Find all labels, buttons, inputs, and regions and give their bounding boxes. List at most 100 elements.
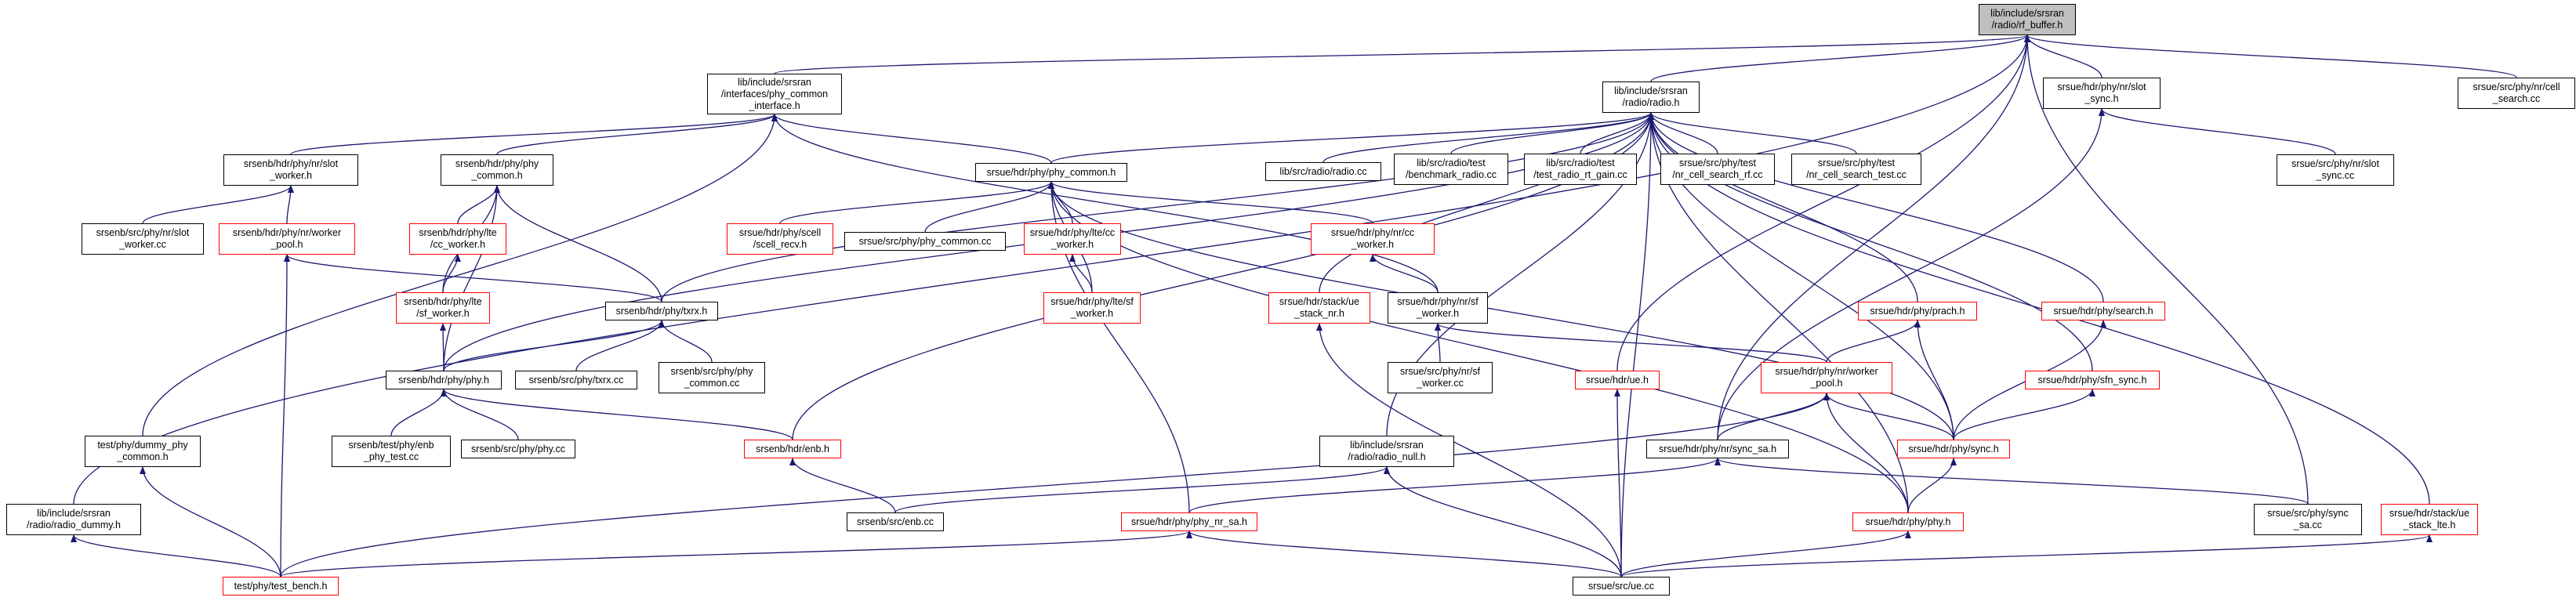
node-radio-h[interactable]: lib/include/srsran /radio/radio.h bbox=[1602, 81, 1700, 113]
node-sync-sa-cc[interactable]: srsue/src/phy/sync _sa.cc bbox=[2254, 504, 2362, 535]
node-ue-stack-lte[interactable]: srsue/hdr/stack/ue _stack_lte.h bbox=[2381, 504, 2478, 535]
edge-ue-phy-common-to-radio-h bbox=[1050, 112, 1654, 164]
node-label: test/phy/test_bench.h bbox=[234, 580, 328, 592]
node-test-radio-rt-gain[interactable]: lib/src/radio/test /test_radio_rt_gain.c… bbox=[1524, 154, 1637, 185]
edge-ue-sync-h-to-ue-phy-common bbox=[1048, 181, 1954, 440]
node-enb-cc[interactable]: srsenb/src/enb.cc bbox=[847, 512, 944, 531]
node-enb-worker-pool[interactable]: srsenb/hdr/phy/nr/worker _pool.h bbox=[219, 223, 355, 255]
node-phy-common-interface[interactable]: lib/include/srsran /interfaces/phy_commo… bbox=[707, 74, 842, 114]
node-label: srsenb/hdr/phy/lte /sf_worker.h bbox=[404, 296, 482, 319]
node-ue-lte-cc-worker[interactable]: srsue/hdr/phy/lte/cc _worker.h bbox=[1024, 223, 1121, 255]
node-label: srsue/src/phy/sync _sa.cc bbox=[2267, 508, 2349, 530]
node-ue-nr-sf-worker-cc[interactable]: srsue/src/phy/nr/sf _worker.cc bbox=[1388, 362, 1493, 393]
node-enb-slot-worker[interactable]: srsenb/hdr/phy/nr/slot _worker.h bbox=[223, 154, 358, 186]
node-ue-phy-common[interactable]: srsue/hdr/phy/phy_common.h bbox=[975, 163, 1127, 182]
node-rf-buffer[interactable]: lib/include/srsran /radio/rf_buffer.h bbox=[1979, 4, 2076, 35]
node-label: lib/src/radio/radio.cc bbox=[1279, 165, 1367, 177]
node-ue-cc[interactable]: srsue/src/ue.cc bbox=[1573, 577, 1670, 596]
node-label: srsenb/hdr/enb.h bbox=[756, 443, 829, 454]
edge-ue-cc-to-phy-nr-sa bbox=[1186, 530, 1622, 577]
edge-scell-recv-to-ue-phy-common bbox=[779, 181, 1054, 224]
edge-enb-phy-test-to-enb-phy-h bbox=[390, 389, 447, 436]
node-search-h[interactable]: srsue/hdr/phy/search.h bbox=[2041, 302, 2165, 320]
node-ue-phy-common-cc[interactable]: srsue/src/phy/phy_common.cc bbox=[844, 232, 1006, 251]
node-enb-phy-common-cc[interactable]: srsenb/src/phy/phy _common.cc bbox=[659, 362, 765, 393]
node-label: srsue/src/phy/nr/sf _worker.cc bbox=[1399, 366, 1481, 389]
node-scell-recv[interactable]: srsue/hdr/phy/scell /scell_recv.h bbox=[727, 223, 833, 255]
node-label: srsue/hdr/phy/scell /scell_recv.h bbox=[738, 227, 822, 250]
node-enb-sf-worker[interactable]: srsenb/hdr/phy/lte /sf_worker.h bbox=[396, 292, 490, 324]
node-label: srsue/src/phy/test /nr_cell_search_rf.cc bbox=[1672, 157, 1763, 180]
edge-ue-nr-sf-worker-to-phy-common-interface bbox=[771, 114, 1439, 293]
node-label: srsenb/hdr/phy/txrx.h bbox=[615, 305, 708, 317]
node-cell-search-cc[interactable]: srsue/src/phy/nr/cell _search.cc bbox=[2458, 78, 2575, 109]
edge-sync-sa-cc-to-nr-sync-sa bbox=[1714, 458, 2309, 505]
edge-enb-phy-h-to-enb-sf-worker bbox=[440, 323, 447, 371]
node-label: lib/include/srsran /interfaces/phy_commo… bbox=[720, 76, 829, 111]
edge-enb-slot-worker-cc-to-enb-slot-worker bbox=[142, 185, 294, 224]
node-prach-h[interactable]: srsue/hdr/phy/prach.h bbox=[1858, 302, 1977, 320]
node-radio-null[interactable]: lib/include/srsran /radio/radio_null.h bbox=[1319, 436, 1454, 467]
node-sfn-sync[interactable]: srsue/hdr/phy/sfn_sync.h bbox=[2025, 371, 2160, 389]
edge-slot-sync-cc-to-ue-slot-sync bbox=[2099, 108, 2336, 155]
node-ue-nr-worker-pool[interactable]: srsue/hdr/phy/nr/worker _pool.h bbox=[1761, 362, 1892, 393]
node-ue-nr-sf-worker[interactable]: srsue/hdr/phy/nr/sf _worker.h bbox=[1388, 292, 1488, 324]
node-ue-h[interactable]: srsue/hdr/ue.h bbox=[1575, 371, 1660, 389]
node-label: srsenb/hdr/phy/phy.h bbox=[398, 374, 489, 386]
node-label: lib/include/srsran /radio/radio_null.h bbox=[1348, 440, 1426, 462]
edge-enb-phy-common-to-phy-common-interface bbox=[496, 114, 778, 155]
node-label: srsue/hdr/phy/prach.h bbox=[1870, 305, 1965, 317]
edge-ue-nr-worker-pool-to-ue-nr-sf-worker bbox=[1435, 323, 1827, 363]
node-ue-sync-h[interactable]: srsue/hdr/phy/sync.h bbox=[1897, 440, 2010, 458]
node-radio-dummy[interactable]: lib/include/srsran /radio/radio_dummy.h bbox=[6, 504, 141, 535]
node-enb-slot-worker-cc[interactable]: srsenb/src/phy/nr/slot _worker.cc bbox=[82, 223, 204, 255]
node-label: srsue/hdr/ue.h bbox=[1586, 374, 1649, 386]
edge-sync-sa-cc-to-rf-buffer bbox=[2024, 34, 2309, 505]
node-enb-phy-test[interactable]: srsenb/test/phy/enb _phy_test.cc bbox=[332, 436, 451, 467]
node-label: srsue/hdr/phy/nr/slot _sync.h bbox=[2057, 81, 2146, 104]
node-ue-stack-nr[interactable]: srsue/hdr/stack/ue _stack_nr.h bbox=[1268, 292, 1370, 324]
edge-test-bench-to-enb-worker-pool bbox=[280, 254, 290, 577]
node-label: lib/include/srsran /radio/rf_buffer.h bbox=[1990, 8, 2064, 31]
node-label: srsue/src/phy/test /nr_cell_search_test.… bbox=[1806, 157, 1907, 180]
node-label: srsenb/test/phy/enb _phy_test.cc bbox=[348, 440, 434, 462]
node-dummy-phy-common[interactable]: test/phy/dummy_phy _common.h bbox=[85, 436, 201, 467]
node-ue-nr-cc-worker[interactable]: srsue/hdr/phy/nr/cc _worker.h bbox=[1311, 223, 1435, 255]
node-enb-phy-h[interactable]: srsenb/hdr/phy/phy.h bbox=[386, 371, 502, 389]
node-enb-txrx-cc[interactable]: srsenb/src/phy/txrx.cc bbox=[515, 371, 637, 389]
node-nr-cell-search-test[interactable]: srsue/src/phy/test /nr_cell_search_test.… bbox=[1791, 154, 1921, 185]
edge-nr-sync-sa-to-rf-buffer bbox=[1717, 34, 2030, 440]
node-slot-sync-cc[interactable]: srsue/src/phy/nr/slot _sync.cc bbox=[2277, 154, 2394, 186]
edge-search-h-to-radio-h bbox=[1648, 112, 2104, 302]
node-label: srsenb/src/phy/nr/slot _worker.cc bbox=[96, 227, 190, 250]
edge-ue-cc-to-radio-null bbox=[1384, 466, 1622, 577]
node-enb-phy-common[interactable]: srsenb/hdr/phy/phy _common.h bbox=[441, 154, 553, 186]
node-ue-lte-sf-worker[interactable]: srsue/hdr/phy/lte/sf _worker.h bbox=[1043, 292, 1141, 324]
node-label: srsue/hdr/stack/ue _stack_lte.h bbox=[2389, 508, 2470, 530]
node-label: lib/include/srsran /radio/radio_dummy.h bbox=[27, 508, 121, 530]
node-label: srsue/hdr/phy/lte/cc _worker.h bbox=[1029, 227, 1116, 250]
node-benchmark-radio[interactable]: lib/src/radio/test /benchmark_radio.cc bbox=[1394, 154, 1508, 185]
edge-ue-sync-h-to-sfn-sync bbox=[1953, 389, 2095, 440]
node-txrx-h[interactable]: srsenb/hdr/phy/txrx.h bbox=[605, 302, 718, 320]
edge-enb-cc-worker-to-enb-phy-common bbox=[457, 185, 500, 224]
node-test-bench[interactable]: test/phy/test_bench.h bbox=[223, 577, 339, 596]
node-label: srsue/src/phy/nr/cell _search.cc bbox=[2473, 81, 2560, 104]
node-phy-nr-sa[interactable]: srsue/hdr/phy/phy_nr_sa.h bbox=[1121, 512, 1257, 531]
edge-phy-nr-sa-to-nr-sync-sa bbox=[1188, 458, 1721, 513]
edge-test-bench-to-phy-nr-sa bbox=[280, 530, 1192, 577]
node-ue-slot-sync[interactable]: srsue/hdr/phy/nr/slot _sync.h bbox=[2043, 78, 2161, 109]
edge-enb-sf-worker-to-enb-cc-worker bbox=[442, 254, 461, 293]
node-ue-phy-h[interactable]: srsue/hdr/phy/phy.h bbox=[1852, 512, 1964, 531]
node-nr-sync-sa[interactable]: srsue/hdr/phy/nr/sync_sa.h bbox=[1646, 440, 1789, 458]
node-radio-cc[interactable]: lib/src/radio/radio.cc bbox=[1265, 162, 1381, 181]
node-enb-h[interactable]: srsenb/hdr/enb.h bbox=[744, 440, 841, 458]
edge-nr-sync-sa-to-ue-slot-sync bbox=[1717, 108, 2105, 440]
edge-ue-sync-h-to-ue-nr-worker-pool bbox=[1823, 393, 1954, 440]
node-enb-phy-cc[interactable]: srsenb/src/phy/phy.cc bbox=[461, 440, 575, 458]
node-label: srsenb/hdr/phy/phy _common.h bbox=[455, 158, 539, 181]
edge-enb-slot-worker-to-phy-common-interface bbox=[290, 114, 778, 155]
node-nr-cell-search-rf[interactable]: srsue/src/phy/test /nr_cell_search_rf.cc bbox=[1660, 154, 1775, 185]
node-enb-cc-worker[interactable]: srsenb/hdr/phy/lte /cc_worker.h bbox=[409, 223, 506, 255]
node-label: srsenb/src/enb.cc bbox=[857, 516, 934, 527]
